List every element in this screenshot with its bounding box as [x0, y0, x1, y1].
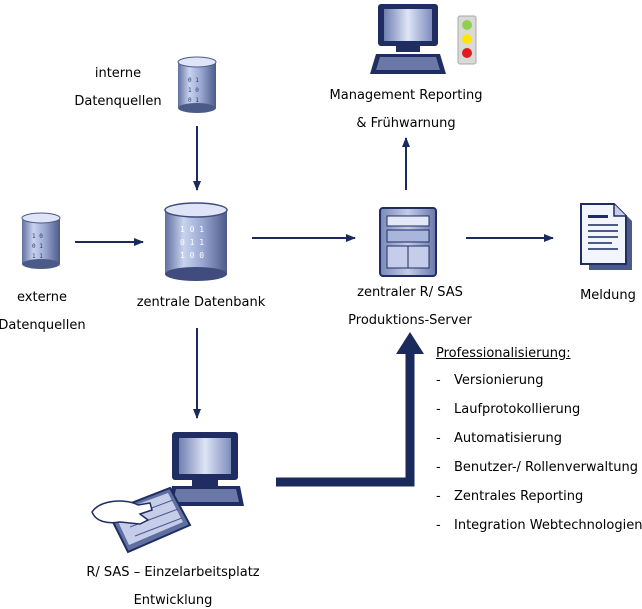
report-document-icon	[580, 203, 632, 270]
internal-datasource-icon: 0 1 1 0 0 1	[177, 56, 217, 113]
list-item: -Integration Webtechnologien	[436, 518, 642, 547]
list-item: -Laufprotokollierung	[436, 402, 642, 431]
production-server-icon	[379, 207, 437, 277]
external-datasource-icon: 1 0 0 1 1 1	[21, 212, 61, 269]
svg-text:1 0: 1 0	[32, 233, 43, 240]
traffic-light-icon	[457, 15, 477, 65]
list-dash: -	[436, 460, 441, 475]
central-database-icon: 1 0 1 0 1 1 1 0 0	[164, 202, 228, 281]
management-reporting-label: Management Reporting & Frühwarnung	[316, 88, 496, 132]
list-item-text: Zentrales Reporting	[454, 489, 584, 504]
list-item-text: Benutzer-/ Rollenverwaltung	[454, 460, 638, 475]
keyboard-hand-icon	[91, 486, 192, 554]
list-item: -Zentrales Reporting	[436, 489, 642, 518]
production-server-label: zentraler R/ SAS Produktions-Server	[340, 285, 480, 329]
meldung-label: Meldung	[580, 288, 636, 303]
professionalisierung-list: -Versionierung -Laufprotokollierung -Aut…	[436, 373, 642, 547]
svg-text:1 0: 1 0	[188, 87, 199, 94]
workstation-monitor-icon	[168, 432, 244, 506]
list-item: -Automatisierung	[436, 431, 642, 460]
production-server-line2: Produktions-Server	[348, 313, 472, 328]
list-item-text: Integration Webtechnologien	[454, 518, 642, 533]
list-dash: -	[436, 489, 441, 504]
list-dash: -	[436, 431, 441, 446]
svg-text:1 1: 1 1	[32, 253, 43, 260]
list-item: -Benutzer-/ Rollenverwaltung	[436, 460, 642, 489]
svg-text:0 1 1: 0 1 1	[180, 238, 204, 247]
list-item-text: Versionierung	[454, 373, 544, 388]
workstation-line1: R/ SAS – Einzelarbeitsplatz	[86, 565, 260, 580]
svg-text:1 0 0: 1 0 0	[180, 251, 204, 260]
list-dash: -	[436, 402, 441, 417]
internal-sources-line2: Datenquellen	[74, 94, 162, 109]
svg-text:0 1: 0 1	[188, 97, 199, 104]
list-item-text: Automatisierung	[454, 431, 562, 446]
external-sources-label: externe Datenquellen	[0, 290, 90, 334]
management-reporting-line1: Management Reporting	[329, 88, 483, 103]
arrow-workstation-to-server	[276, 332, 424, 487]
workstation-label: R/ SAS – Einzelarbeitsplatz Entwicklung	[70, 565, 276, 609]
professionalisierung-title: Professionalisierung:	[436, 346, 571, 361]
internal-sources-label: interne Datenquellen	[68, 66, 168, 110]
list-item-text: Laufprotokollierung	[454, 402, 581, 417]
list-dash: -	[436, 373, 441, 388]
workstation-line2: Entwicklung	[133, 593, 213, 608]
external-sources-line2: Datenquellen	[0, 318, 86, 333]
central-database-label: zentrale Datenbank	[136, 295, 266, 310]
management-reporting-line2: & Frühwarnung	[356, 116, 456, 131]
management-monitor-icon	[370, 4, 446, 74]
svg-text:0 1: 0 1	[188, 77, 199, 84]
production-server-line1: zentraler R/ SAS	[357, 285, 463, 300]
external-sources-line1: externe	[17, 290, 67, 305]
list-dash: -	[436, 518, 441, 533]
svg-text:0 1: 0 1	[32, 243, 43, 250]
list-item: -Versionierung	[436, 373, 642, 402]
svg-text:1 0 1: 1 0 1	[180, 225, 204, 234]
internal-sources-line1: interne	[94, 66, 142, 81]
